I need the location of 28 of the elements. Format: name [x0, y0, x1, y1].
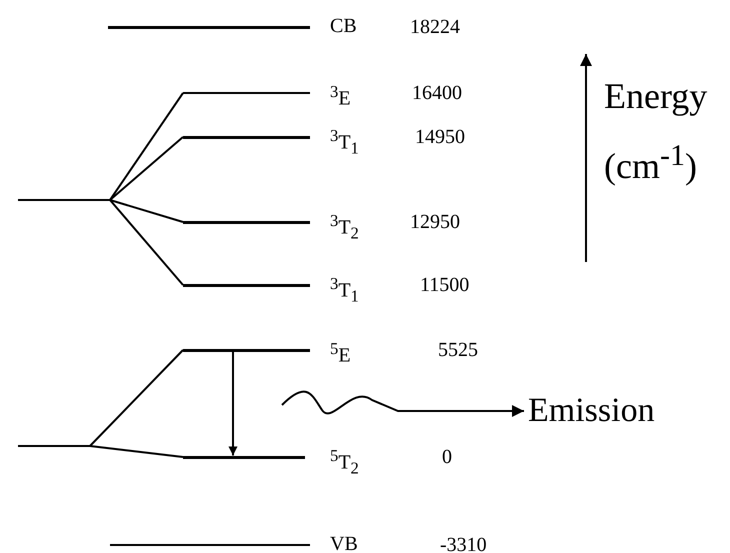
energy-value: 0	[442, 445, 452, 470]
energy-value: 14950	[415, 125, 465, 150]
energy-value: 18224	[410, 15, 460, 40]
axis-label: Energy (cm$^{-1}$)	[604, 75, 708, 188]
level-label: $^{5}$E	[330, 338, 351, 368]
energy-value: 12950	[410, 210, 460, 235]
splitting-line	[109, 92, 184, 201]
emission-label: Emission	[528, 388, 655, 434]
energy-value: 5525	[438, 338, 478, 363]
energy-level-line	[18, 445, 90, 447]
splitting-line	[109, 199, 184, 286]
level-label: $^{5}$T$_{2}$	[330, 444, 359, 480]
energy-value: -3310	[440, 533, 487, 553]
splitting-line	[109, 136, 184, 201]
level-label: $^{3}$T$_{1}$	[330, 124, 359, 160]
level-label: CB	[330, 14, 357, 38]
transition-arrow	[228, 352, 238, 456]
splitting-line	[90, 445, 184, 458]
level-label: VB	[330, 532, 358, 553]
splitting-line	[110, 199, 184, 223]
level-label: $^{3}$T$_{2}$	[330, 210, 359, 244]
level-label: $^{3}$T$_{1}$	[330, 272, 359, 308]
splitting-line	[89, 349, 184, 447]
wavy-arrow	[281, 390, 524, 417]
energy-level-line	[18, 199, 110, 201]
energy-value: 11500	[420, 273, 470, 298]
energy-value: 16400	[412, 81, 462, 106]
level-label: $^{3}$E	[330, 81, 351, 112]
